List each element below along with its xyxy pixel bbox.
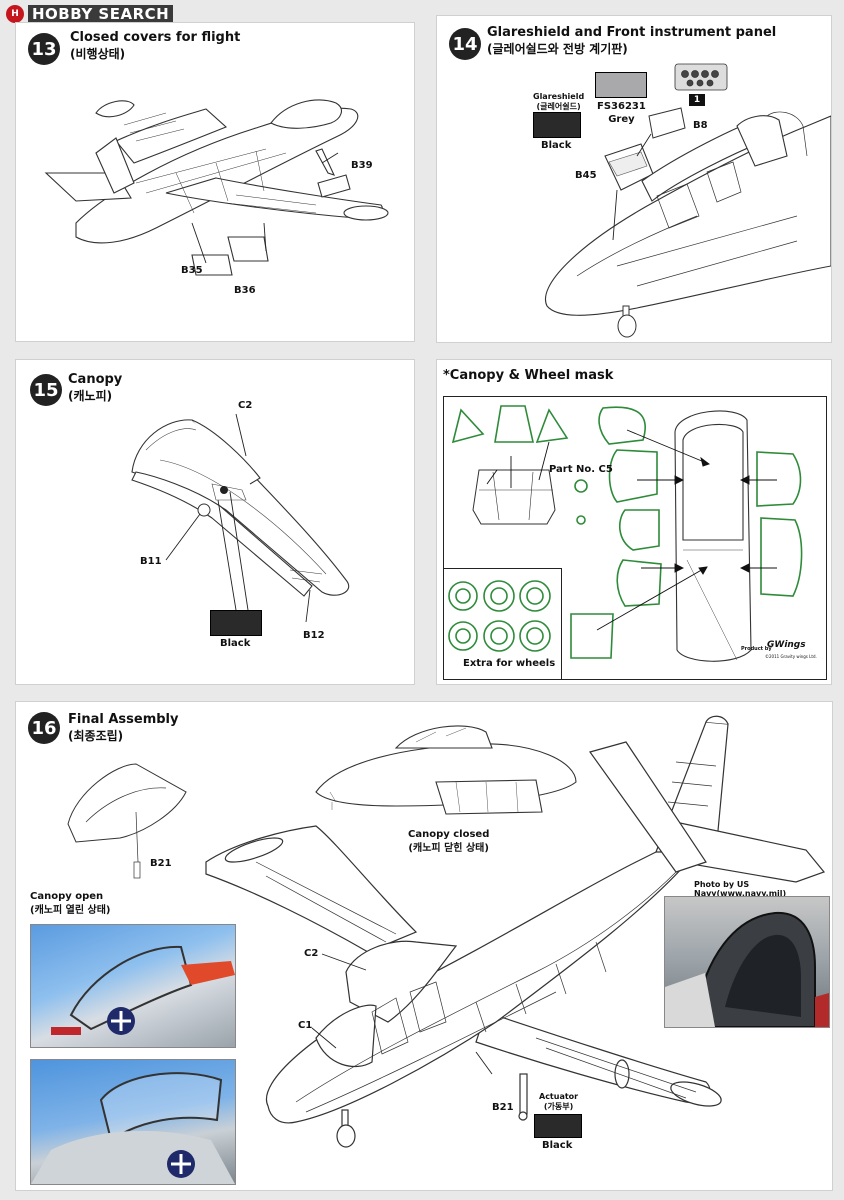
actuator-ko: (가동부) — [543, 1102, 574, 1111]
black-color-label: Black — [542, 1140, 573, 1151]
black-color-swatch — [533, 112, 581, 138]
canopy-closed-ko: (캐노피 닫힌 상태) — [408, 843, 489, 854]
copyright-label: ©2011 Gravity wings Ltd. — [765, 654, 817, 659]
canopy-open-photo-1 — [30, 924, 236, 1048]
canopy-closed-en: Canopy closed — [408, 829, 490, 840]
canopy-open-photo-2 — [30, 1059, 236, 1185]
mask-title: *Canopy & Wheel mask — [443, 368, 614, 383]
step-13-title: Closed covers for flight (비행상태) — [70, 30, 240, 62]
grey-color-label: Grey — [608, 114, 635, 125]
step-16-title: Final Assembly (최종조립) — [68, 712, 178, 744]
black-color-label: Black — [220, 638, 251, 649]
fs-code: FS36231 — [597, 101, 646, 112]
step-15-title-ko: (캐노피) — [68, 389, 113, 403]
canopy-open-photo-1-image — [51, 945, 235, 1035]
step-14-panel: 14 Glareshield and Front instrument pane… — [436, 15, 832, 343]
step-16-panel: 16 Final Assembly (최종조립) — [15, 701, 833, 1191]
part-label-b12: B12 — [303, 630, 325, 641]
step-16-aircraft-drawing — [67, 715, 826, 1148]
step-15-number: 15 — [30, 374, 62, 406]
step-13-aircraft-drawing — [44, 99, 389, 276]
part-label-c2: C2 — [304, 948, 319, 959]
logo-mark-icon: H — [6, 5, 24, 23]
canopy-open-label: Canopy open (캐노피 열린 상태) — [30, 890, 111, 918]
step-14-cockpit-drawing — [545, 63, 831, 338]
canopy-open-ko: (캐노피 열린 상태) — [30, 905, 111, 916]
step-13-number: 13 — [28, 33, 60, 65]
step-13-title-ko: (비행상태) — [70, 47, 126, 61]
part-label-b45: B45 — [575, 170, 597, 181]
extra-wheels-frame — [443, 568, 562, 679]
logo-text: HOBBY SEARCH — [28, 5, 174, 23]
black-color-swatch — [534, 1114, 582, 1138]
actuator-label: Actuator (가동부) — [539, 1092, 578, 1112]
part-label-c2: C2 — [238, 400, 253, 411]
step-13-panel: 13 Closed covers for flight (비행상태) — [15, 22, 415, 342]
navy-canopy-photo — [664, 896, 830, 1028]
mask-shapes-drawing — [448, 405, 803, 662]
step-15-canopy-drawing — [131, 413, 349, 623]
part-label-b11: B11 — [140, 556, 162, 567]
part-label-b8: B8 — [693, 120, 708, 131]
grey-color-swatch — [595, 72, 647, 98]
step-16-number: 16 — [28, 712, 60, 744]
part-label-b21-canopy: B21 — [150, 858, 172, 869]
step-15-panel: 15 Canopy (캐노피) C2 B11 B12 Black — [15, 359, 415, 685]
step-14-title-en: Glareshield and Front instrument panel — [487, 25, 777, 40]
step-15-title: Canopy (캐노피) — [68, 372, 122, 404]
canopy-open-en: Canopy open — [30, 891, 104, 902]
part-number-label: Part No. C5 — [549, 464, 613, 475]
glareshield-label-en: Glareshield — [533, 92, 585, 101]
part-label-b36: B36 — [234, 285, 256, 296]
canopy-closed-label: Canopy closed (캐노피 닫힌 상태) — [408, 828, 489, 856]
part-label-b39: B39 — [351, 160, 373, 171]
actuator-en: Actuator — [539, 1092, 579, 1101]
step-16-title-ko: (최종조립) — [68, 729, 124, 743]
step-14-title: Glareshield and Front instrument panel (… — [487, 25, 776, 57]
step-14-title-ko: (글레어쉴드와 전방 계기판) — [487, 42, 628, 56]
extra-wheels-label: Extra for wheels — [463, 658, 556, 669]
site-logo: H HOBBY SEARCH — [6, 4, 174, 24]
black-color-swatch — [210, 610, 262, 636]
part-label-c1: C1 — [298, 1020, 313, 1031]
product-by-label: Product by — [741, 646, 772, 652]
step-15-title-en: Canopy — [68, 372, 123, 387]
mask-panel: *Canopy & Wheel mask — [436, 359, 832, 685]
glareshield-label: Glareshield (글레어쉴드) — [533, 92, 584, 112]
brand-logo: GWings — [767, 640, 806, 650]
black-color-label: Black — [541, 140, 572, 151]
step-14-number: 14 — [449, 28, 481, 60]
step-16-title-en: Final Assembly — [68, 712, 179, 727]
fs-code-label: FS36231 Grey — [597, 100, 646, 126]
step-13-title-en: Closed covers for flight — [70, 30, 241, 45]
canopy-open-photo-2-image — [31, 1072, 235, 1184]
decal-number-badge: 1 — [689, 94, 705, 106]
part-label-b21-fuselage: B21 — [492, 1102, 514, 1113]
navy-canopy-photo-image — [665, 911, 829, 1027]
photo-credit-label: Photo by US Navy(www.navy.mil) — [694, 880, 787, 898]
glareshield-label-ko: (글레어쉴드) — [536, 102, 581, 111]
part-label-b35: B35 — [181, 265, 203, 276]
mask-sheet-frame — [443, 396, 827, 680]
